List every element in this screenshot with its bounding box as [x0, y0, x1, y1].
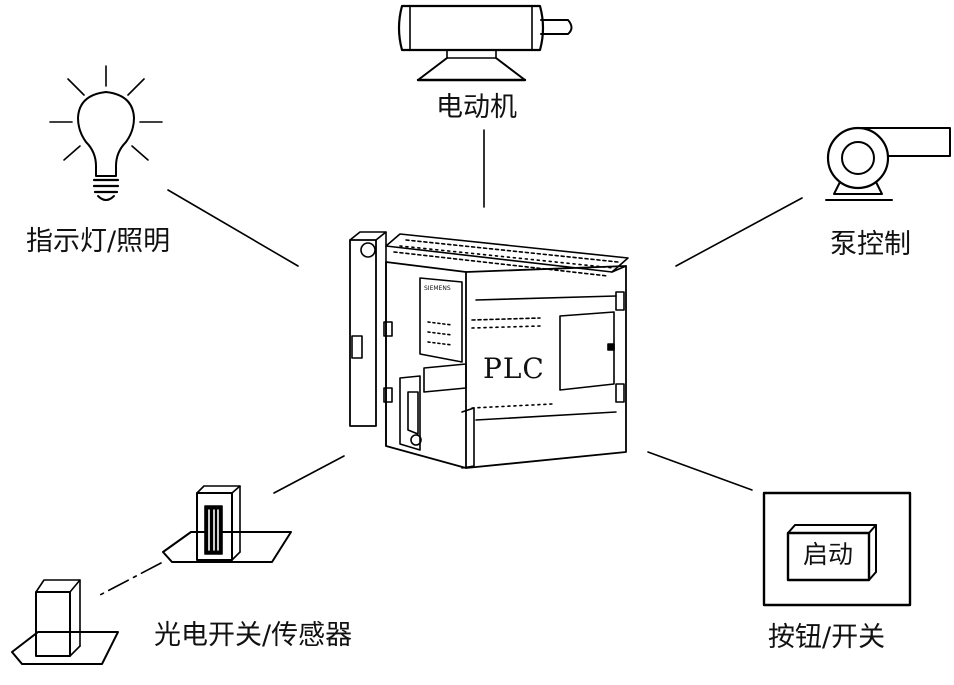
plc-brand-logo: SIEMENS [424, 285, 451, 292]
photoelectric-sensor-icon [162, 485, 292, 563]
sensor-label: 光电开关/传感器 [154, 620, 353, 651]
plc-label: PLC [483, 352, 545, 385]
connector-sensor-beam [97, 562, 162, 597]
connector-lamp [167, 189, 299, 267]
pump-label: 泵控制 [830, 229, 911, 260]
light-bulb-icon [49, 65, 163, 201]
motor-label: 电动机 [436, 92, 517, 123]
connector-button [647, 451, 753, 491]
button-label: 按钮/开关 [768, 622, 886, 653]
sensor-receiver-icon [11, 579, 119, 665]
push-button-icon [762, 491, 912, 607]
connector-sensor [273, 455, 345, 494]
connector-pump [675, 197, 803, 267]
plc-unit-icon [349, 231, 629, 469]
start-button-text: 启动 [803, 540, 854, 569]
lamp-label: 指示灯/照明 [26, 226, 171, 257]
pump-icon [825, 126, 951, 201]
motor-icon [397, 4, 573, 82]
